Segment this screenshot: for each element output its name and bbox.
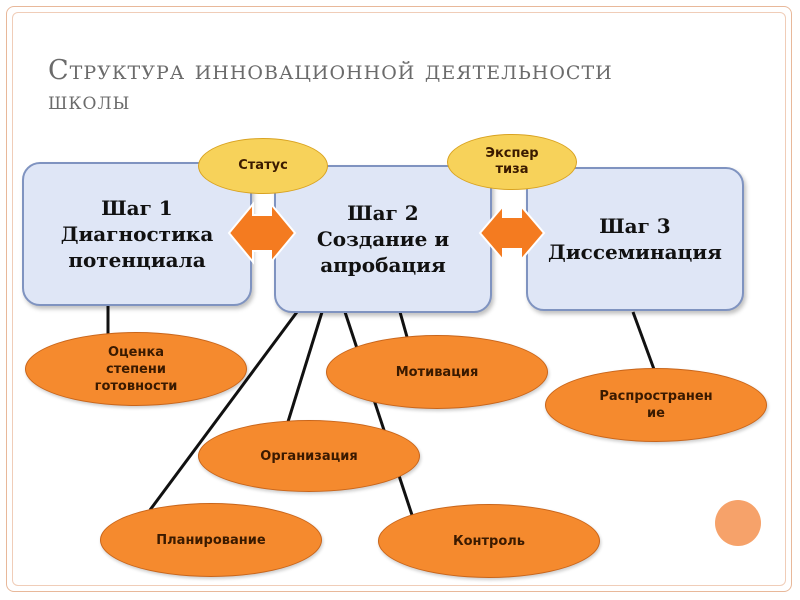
step-2-label: Шаг 2: [347, 201, 419, 225]
dissemination-label-b: ие: [647, 406, 665, 421]
title-line-2: школы: [48, 87, 131, 115]
assessment-label-c: готовности: [94, 378, 178, 394]
step-1-title-a: Диагностика: [60, 222, 214, 246]
assessment-label-a: Оценка: [107, 344, 165, 360]
step-2-title-a: Создание и: [316, 227, 450, 251]
step-3-title: Диссеминация: [548, 240, 722, 264]
status-oval: Статус: [198, 138, 328, 194]
step-2-title-b: апробация: [320, 253, 446, 277]
step-3-label: Шаг 3: [599, 214, 671, 238]
step-1-box: Шаг 1 Диагностика потенциала: [22, 162, 252, 306]
organization-oval: Организация: [198, 420, 420, 492]
dissemination-label-a: Распространен: [599, 389, 713, 404]
line-step2-planning: [148, 311, 299, 511]
line-step2-organization: [285, 311, 324, 426]
double-arrow-step2-step3: [478, 203, 546, 263]
assessment-oval: Оценка степени готовности: [25, 332, 247, 406]
motivation-label: Мотивация: [395, 364, 479, 380]
slide-frame: [6, 6, 792, 592]
double-arrow-step1-step2: [227, 201, 297, 265]
line-step2-motivation: [398, 311, 409, 338]
organization-label: Организация: [260, 448, 358, 464]
planning-label: Планирование: [156, 532, 266, 548]
status-label: Статус: [238, 158, 288, 173]
decorative-circle: [715, 500, 761, 546]
slide-inner-frame: [12, 12, 786, 586]
step-1-label: Шаг 1: [101, 196, 173, 220]
expertise-label-a: Экспер: [485, 146, 539, 161]
expertise-oval: Экспер тиза: [447, 134, 577, 190]
step-2-box: Шаг 2 Создание и апробация: [274, 165, 492, 313]
expertise-label-b: тиза: [495, 162, 529, 177]
assessment-label-b: степени: [106, 361, 166, 377]
title-line-1: Структура инновационной деятельности: [48, 55, 613, 86]
line-step3-dissemination: [631, 311, 657, 373]
slide-title: Структура инновационной деятельности шко…: [48, 56, 748, 116]
step-1-title-b: потенциала: [68, 248, 206, 272]
step-3-box: Шаг 3 Диссеминация: [526, 167, 744, 311]
motivation-oval: Мотивация: [326, 335, 548, 409]
control-label: Контроль: [452, 533, 526, 549]
planning-oval: Планирование: [100, 503, 322, 577]
dissemination-oval: Распространен ие: [545, 368, 767, 442]
control-oval: Контроль: [378, 504, 600, 578]
